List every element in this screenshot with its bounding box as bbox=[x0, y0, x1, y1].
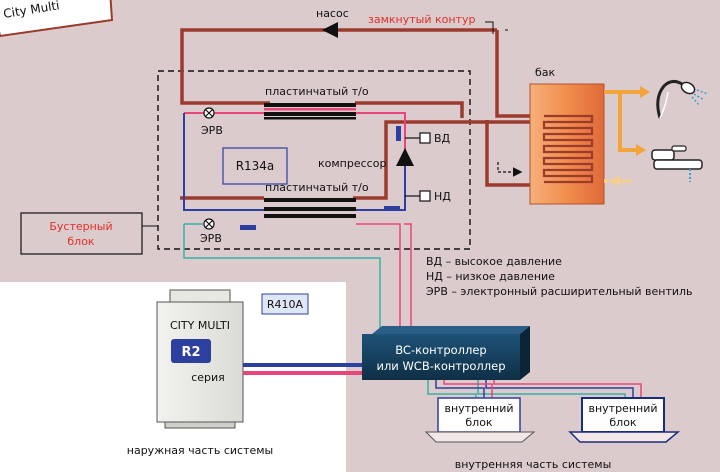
indoor-unit-1 bbox=[424, 397, 536, 443]
indoor1-label-line1: внутренний bbox=[444, 402, 513, 415]
closed-loop-label: замкнутый контур bbox=[368, 13, 475, 26]
legend-lp: НД – низкое давление bbox=[426, 270, 555, 283]
pump-label: насос bbox=[316, 7, 349, 20]
indoor2-label-line1: внутренний bbox=[588, 402, 657, 415]
indoor1-label-line2: блок bbox=[465, 416, 493, 429]
controller-box-top bbox=[372, 326, 530, 334]
erv-bottom-label: ЭРВ bbox=[200, 232, 222, 245]
compressor-icon bbox=[396, 148, 414, 166]
outdoor-caption: наружная часть системы bbox=[127, 444, 273, 457]
legend-hp: ВД – высокое давление bbox=[426, 255, 562, 268]
plate-hx-top bbox=[264, 103, 356, 120]
r2-badge bbox=[171, 339, 211, 363]
city-multi-label: CITY MULTI bbox=[170, 319, 230, 332]
dashed-arrow bbox=[497, 162, 523, 177]
indoor2-label-line2: блок bbox=[609, 416, 637, 429]
refrigerant-box bbox=[222, 147, 288, 185]
controller-label-line2: или WCB-контроллер bbox=[376, 359, 505, 373]
booster-label-line2: блок bbox=[67, 235, 95, 248]
erv-sensor-bar bbox=[240, 225, 256, 230]
controller-box-side bbox=[520, 326, 530, 380]
r410a-label: R410A bbox=[267, 298, 304, 311]
compressor-label: компрессор bbox=[318, 157, 386, 170]
tank bbox=[529, 83, 605, 205]
water-loop bbox=[180, 28, 544, 200]
booster-unit bbox=[20, 212, 143, 255]
hot-arrow-faucet bbox=[636, 144, 646, 156]
erv-top-label: ЭРВ bbox=[201, 124, 223, 137]
lp-label: НД bbox=[434, 190, 451, 203]
hot-arrow-shower bbox=[640, 86, 650, 98]
faucet-icon bbox=[651, 145, 703, 182]
tank-label: бак bbox=[535, 66, 556, 79]
closed-loop-leader bbox=[485, 21, 494, 34]
expansion-valve-icon bbox=[203, 107, 215, 119]
booster-label-line1: Бустерный bbox=[49, 220, 112, 233]
indoor-caption: внутренняя часть системы bbox=[455, 458, 612, 471]
lp-sensor-bar bbox=[384, 206, 400, 211]
lp-sensor bbox=[419, 190, 431, 202]
expansion-valve-icon bbox=[203, 218, 215, 230]
indoor-unit-2 bbox=[568, 397, 681, 443]
hp-sensor-bar bbox=[396, 126, 401, 141]
water-return-line bbox=[485, 120, 544, 187]
hp-sensor bbox=[419, 132, 431, 144]
corner-tab[interactable]: City Multi bbox=[0, 0, 114, 38]
plate-hx-bottom-label: пластинчатый т/о bbox=[265, 181, 369, 194]
hp-label: ВД bbox=[434, 132, 451, 145]
r2-label: R2 bbox=[181, 345, 200, 360]
legend-erv: ЭРВ – электронный расширительный вентиль bbox=[426, 285, 693, 298]
series-label: серия bbox=[191, 371, 225, 384]
pump-icon bbox=[322, 22, 338, 38]
shower-icon bbox=[656, 79, 709, 119]
booster-frame bbox=[157, 70, 471, 250]
refrigerant-box-label: R134a bbox=[236, 159, 275, 173]
booster-connection-lines bbox=[183, 223, 412, 336]
plate-hx-bottom bbox=[264, 198, 356, 218]
bc-controller bbox=[362, 334, 520, 380]
r410a-tag bbox=[261, 293, 309, 315]
cold-arrow bbox=[610, 176, 620, 186]
controller-label-line1: BC-контроллер bbox=[395, 343, 486, 357]
plate-hx-top-label: пластинчатый т/о bbox=[265, 85, 369, 98]
